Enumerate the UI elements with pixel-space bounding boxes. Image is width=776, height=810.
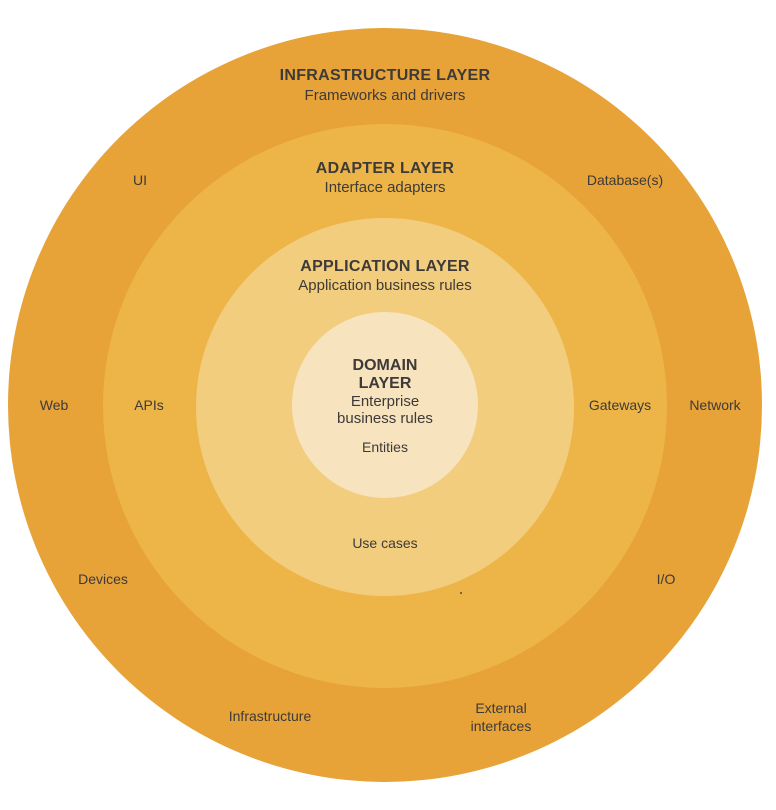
infra-item-io: I/O	[656, 571, 676, 587]
infra-item-network: Network	[689, 397, 741, 413]
domain-layer-title-line1: DOMAIN	[352, 357, 418, 374]
infra-item-ui: UI	[133, 172, 147, 188]
application-layer-title: APPLICATION LAYER	[300, 258, 470, 275]
infra-item-web: Web	[39, 397, 69, 413]
domain-item-entities: Entities	[362, 439, 408, 455]
domain-layer-ring	[292, 312, 478, 498]
application-layer-subtitle: Application business rules	[298, 277, 472, 294]
infra-item-external-interfaces: External interfaces	[470, 700, 532, 734]
infra-item-devices: Devices	[78, 571, 128, 587]
infrastructure-layer-title: INFRASTRUCTURE LAYER	[279, 67, 491, 84]
application-item-use-cases: Use cases	[352, 535, 418, 551]
adapter-item-apis: APIs	[134, 397, 164, 413]
adapter-layer-title: ADAPTER LAYER	[315, 160, 455, 177]
infra-item-infrastructure: Infrastructure	[228, 708, 312, 724]
domain-layer-subtitle-line2: business rules	[337, 410, 433, 427]
infra-item-database: Database(s)	[586, 172, 664, 188]
stray-dot	[460, 592, 462, 594]
domain-layer-title-line2: LAYER	[358, 375, 412, 392]
domain-layer-subtitle-line1: Enterprise	[350, 393, 420, 410]
adapter-layer-subtitle: Interface adapters	[324, 179, 446, 196]
adapter-item-gateways: Gateways	[588, 397, 652, 413]
infrastructure-layer-subtitle: Frameworks and drivers	[304, 87, 466, 104]
